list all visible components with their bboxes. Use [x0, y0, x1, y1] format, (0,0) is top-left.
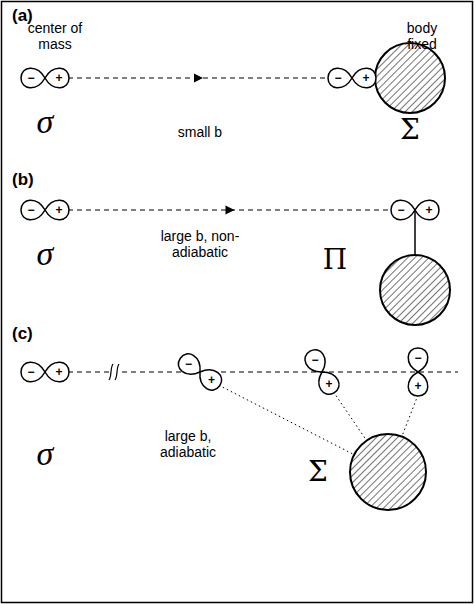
lobe-sign: −	[25, 71, 37, 85]
body-sphere	[375, 43, 445, 113]
orbital-lobe	[194, 364, 225, 394]
lobe-sign: +	[53, 365, 65, 379]
orbital-lobe	[415, 200, 439, 220]
leader-line	[334, 392, 367, 441]
lobe-sign: +	[53, 203, 65, 217]
p-orbital: −+	[327, 53, 377, 103]
condition-label: large b, non-adiabatic	[150, 228, 250, 260]
panel-letter: (b)	[12, 172, 52, 188]
orbital-lobe	[314, 367, 343, 397]
p-orbital: −+	[390, 185, 440, 235]
bond-line	[414, 210, 416, 255]
lobe-sign: −	[395, 203, 407, 217]
lobe-sign: −	[309, 353, 321, 367]
orbital-lobe	[45, 200, 69, 220]
frame-label: body fixed	[392, 20, 452, 52]
orbital-lobe	[391, 200, 415, 220]
body-sphere	[380, 255, 450, 325]
lobe-sign: +	[53, 71, 65, 85]
leader-line	[402, 395, 418, 437]
state-symbol: Σ	[390, 114, 430, 146]
arrow-head	[194, 74, 203, 83]
axis-break	[109, 364, 119, 380]
trajectory-arrow	[68, 206, 392, 215]
orbital-lobe	[45, 68, 69, 88]
lobe-sign: +	[412, 379, 424, 393]
frame-label: center of mass	[20, 20, 90, 52]
trajectory-line	[68, 371, 110, 372]
lobe-sign: −	[25, 203, 37, 217]
lobe-sign: +	[323, 377, 335, 391]
trajectory-arrow	[68, 74, 329, 83]
p-orbital: −+	[175, 347, 225, 397]
lobe-sign: +	[205, 373, 217, 387]
arrow-head	[226, 206, 235, 215]
orbital-lobes	[297, 347, 347, 397]
lobe-sign: +	[360, 71, 372, 85]
state-symbol: σ	[25, 438, 65, 470]
trajectory-line	[122, 371, 458, 372]
state-symbol: Σ	[298, 456, 338, 488]
lobe-sign: −	[25, 365, 37, 379]
orbital-lobe	[352, 68, 376, 88]
state-symbol: σ	[25, 106, 65, 138]
condition-label: large b, adiabatic	[152, 428, 224, 460]
orbital-lobes	[175, 347, 225, 397]
lobe-sign: −	[412, 351, 424, 365]
p-orbital: −+	[20, 185, 70, 235]
orbital-lobe	[408, 372, 428, 396]
orbital-lobe	[21, 362, 45, 382]
orbital-lobe	[21, 68, 45, 88]
state-symbol: Π	[315, 244, 355, 276]
lobe-sign: −	[332, 71, 344, 85]
orbital-lobe	[45, 362, 69, 382]
leader-line	[219, 385, 354, 455]
p-orbital: −+	[20, 347, 70, 397]
p-orbital: −+	[20, 53, 70, 103]
condition-label: small b	[160, 124, 240, 140]
orbital-lobe	[21, 200, 45, 220]
orbital-lobe	[328, 68, 352, 88]
p-orbital: −+	[297, 347, 347, 397]
lobe-sign: +	[423, 203, 435, 217]
p-orbital: −+	[393, 347, 443, 397]
lobe-sign: −	[183, 357, 195, 371]
state-symbol: σ	[25, 238, 65, 270]
panel-letter: (c)	[12, 326, 52, 342]
body-sphere	[350, 434, 426, 510]
orbital-lobe	[408, 348, 428, 372]
